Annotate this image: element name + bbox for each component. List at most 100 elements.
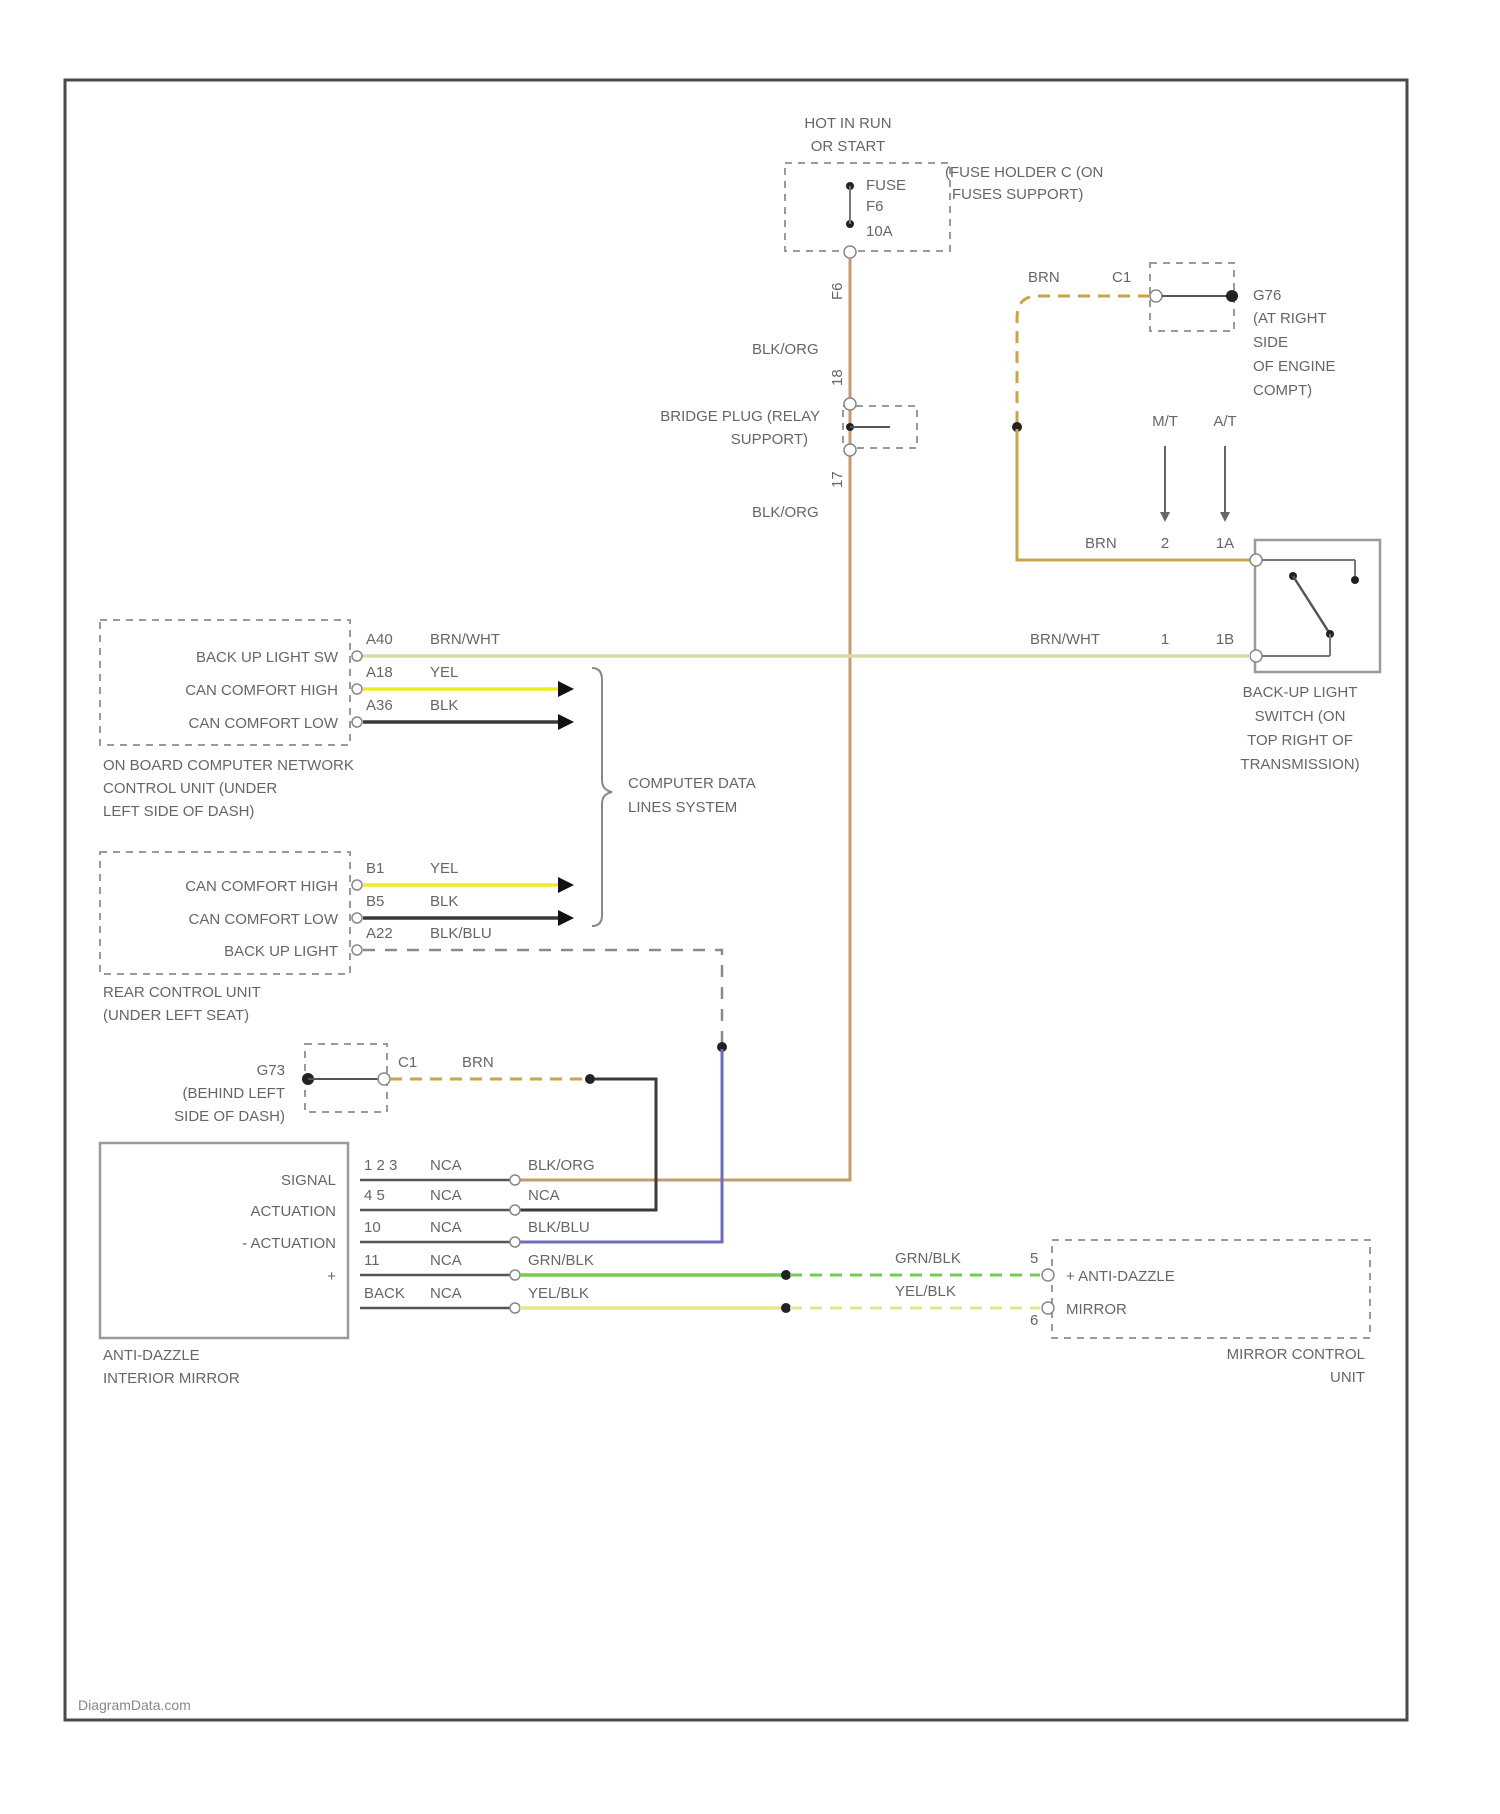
fuse-holder-line1: (FUSE HOLDER C (ON [945, 164, 1103, 181]
data-lines-line1: COMPUTER DATA [628, 775, 756, 792]
fuse-holder-line2: FUSES SUPPORT) [952, 186, 1083, 203]
mirror-pin-num-1: 1 2 3 [364, 1157, 397, 1174]
wire-label-brn-wht-left: BRN/WHT [430, 631, 500, 648]
backup-switch-line1: BACK-UP LIGHT [1243, 684, 1358, 701]
wire-label-yel-2: YEL [430, 860, 458, 877]
wire-label-brn-switch: BRN [1085, 535, 1117, 552]
onboard-cu-pin-num-3: A36 [366, 697, 393, 714]
wire-brn-dashed [1017, 296, 1150, 425]
trans-at-label: A/T [1213, 413, 1236, 430]
bridge-pin-bottom: 17 [829, 471, 846, 488]
switch-terminal-top [1250, 554, 1262, 566]
wire-label-brn-g73: BRN [462, 1054, 494, 1071]
rear-cu-pin-label-2: CAN COMFORT LOW [189, 911, 339, 928]
power-source-line1: HOT IN RUN [804, 115, 891, 132]
onboard-cu-line1: ON BOARD COMPUTER NETWORK [103, 757, 354, 774]
rear-cu-pin-num-2: B5 [366, 893, 384, 910]
trans-mt-arrowhead [1160, 512, 1170, 522]
mirror-line1: ANTI-DAZZLE [103, 1347, 200, 1364]
trans-mt-label: M/T [1152, 413, 1178, 430]
onboard-cu-pin-label-2: CAN COMFORT HIGH [185, 682, 338, 699]
wire-label-brn-wht-right: BRN/WHT [1030, 631, 1100, 648]
onboard-cu-pin-2 [352, 684, 362, 694]
rear-cu-pin-2 [352, 913, 362, 923]
backup-switch-line2: SWITCH (ON [1255, 708, 1346, 725]
mirror-cu-pin-grn: 5 [1030, 1250, 1038, 1267]
mirror-cu-line2: UNIT [1330, 1369, 1365, 1386]
g73-line1: (BEHIND LEFT [182, 1085, 285, 1102]
mirror-nca-2: NCA [430, 1187, 462, 1204]
onboard-cu-pin-1 [352, 651, 362, 661]
mirror-pin-num-4: 11 [364, 1252, 380, 1269]
diagram-frame [65, 80, 1407, 1720]
mirror-wire-label-5: YEL/BLK [528, 1285, 589, 1302]
mirror-conn-2 [510, 1205, 520, 1215]
backup-switch-line4: TRANSMISSION) [1240, 756, 1359, 773]
mirror-conn-4 [510, 1270, 520, 1280]
mirror-conn-3 [510, 1237, 520, 1247]
rear-cu-pin-num-3: A22 [366, 925, 393, 942]
g76-line4: COMPT) [1253, 382, 1312, 399]
rear-cu-line2: (UNDER LEFT SEAT) [103, 1007, 249, 1024]
onboard-cu-pin-label-3: CAN COMFORT LOW [189, 715, 339, 732]
g76-pin-label: C1 [1112, 269, 1131, 286]
mirror-cu-wire-label-grn: GRN/BLK [895, 1250, 961, 1267]
g76-name: G76 [1253, 287, 1281, 304]
g76-line2: SIDE [1253, 334, 1288, 351]
mirror-wire-label-1: BLK/ORG [528, 1157, 595, 1174]
g76-pin-terminal [1150, 290, 1162, 302]
trans-pin-wht-mt: 1 [1161, 631, 1169, 648]
onboard-cu-pin-num-2: A18 [366, 664, 393, 681]
g76-line1: (AT RIGHT [1253, 310, 1327, 327]
g76-ground-dot [1226, 290, 1238, 302]
power-source-line2: OR START [811, 138, 885, 155]
bridge-pin-top: 18 [829, 369, 846, 386]
mirror-wire-label-3: BLK/BLU [528, 1219, 590, 1236]
wire-label-blk-org-upper: BLK/ORG [752, 341, 819, 358]
rear-cu-pin-num-1: B1 [366, 860, 384, 877]
can-high-2-arrow [558, 877, 574, 893]
wire-label-blk-blu: BLK/BLU [430, 925, 492, 942]
mirror-conn-1 [510, 1175, 520, 1185]
mirror-cu-line1: MIRROR CONTROL [1227, 1346, 1365, 1363]
onboard-cu-pin-num-1: A40 [366, 631, 393, 648]
fuse-rating: 10A [866, 223, 893, 240]
onboard-cu-line2: CONTROL UNIT (UNDER [103, 780, 277, 797]
mirror-cu-pin-1 [1042, 1269, 1054, 1281]
wire-label-blk-1: BLK [430, 697, 458, 714]
mirror-pin-num-5: BACK [364, 1285, 405, 1302]
trans-at-arrowhead [1220, 512, 1230, 522]
rear-cu-pin-label-1: CAN COMFORT HIGH [185, 878, 338, 895]
wire-label-blk-org-lower: BLK/ORG [752, 504, 819, 521]
bridge-terminal-top [844, 398, 856, 410]
can-high-1-arrow [558, 681, 574, 697]
g73-line2: SIDE OF DASH) [174, 1108, 285, 1125]
rear-cu-line1: REAR CONTROL UNIT [103, 984, 261, 1001]
brn-g73-junction [585, 1074, 595, 1084]
g73-pin-label: C1 [398, 1054, 417, 1071]
mirror-pin-label-2: ACTUATION [250, 1203, 336, 1220]
mirror-cu-wire-label-yel: YEL/BLK [895, 1283, 956, 1300]
mirror-cu-pin-yel: 6 [1030, 1312, 1038, 1329]
fuse-number: F6 [866, 198, 884, 215]
wire-blk-blu-dashed [363, 950, 722, 1045]
bridge-plug-line1: BRIDGE PLUG (RELAY [660, 408, 820, 425]
mirror-pin-label-3: - ACTUATION [242, 1235, 336, 1252]
mirror-pin-num-3: 10 [364, 1219, 381, 1236]
rear-cu-pin-3 [352, 945, 362, 955]
bridge-plug-line2: SUPPORT) [731, 431, 808, 448]
onboard-cu-pin-label-1: BACK UP LIGHT SW [196, 649, 339, 666]
g76-line3: OF ENGINE [1253, 358, 1336, 375]
mirror-pin-num-2: 4 5 [364, 1187, 385, 1204]
fuse-label: FUSE [866, 177, 906, 194]
fuse-pin-terminal [844, 246, 856, 258]
onboard-cu-line3: LEFT SIDE OF DASH) [103, 803, 254, 820]
mirror-conn-5 [510, 1303, 520, 1313]
rear-cu-pin-label-3: BACK UP LIGHT [224, 943, 338, 960]
trans-pin-at: 1A [1216, 535, 1234, 552]
yel-junction [781, 1303, 791, 1313]
switch-terminal-bottom [1250, 650, 1262, 662]
rear-cu-pin-1 [352, 880, 362, 890]
mirror-cu-box [1052, 1240, 1370, 1338]
